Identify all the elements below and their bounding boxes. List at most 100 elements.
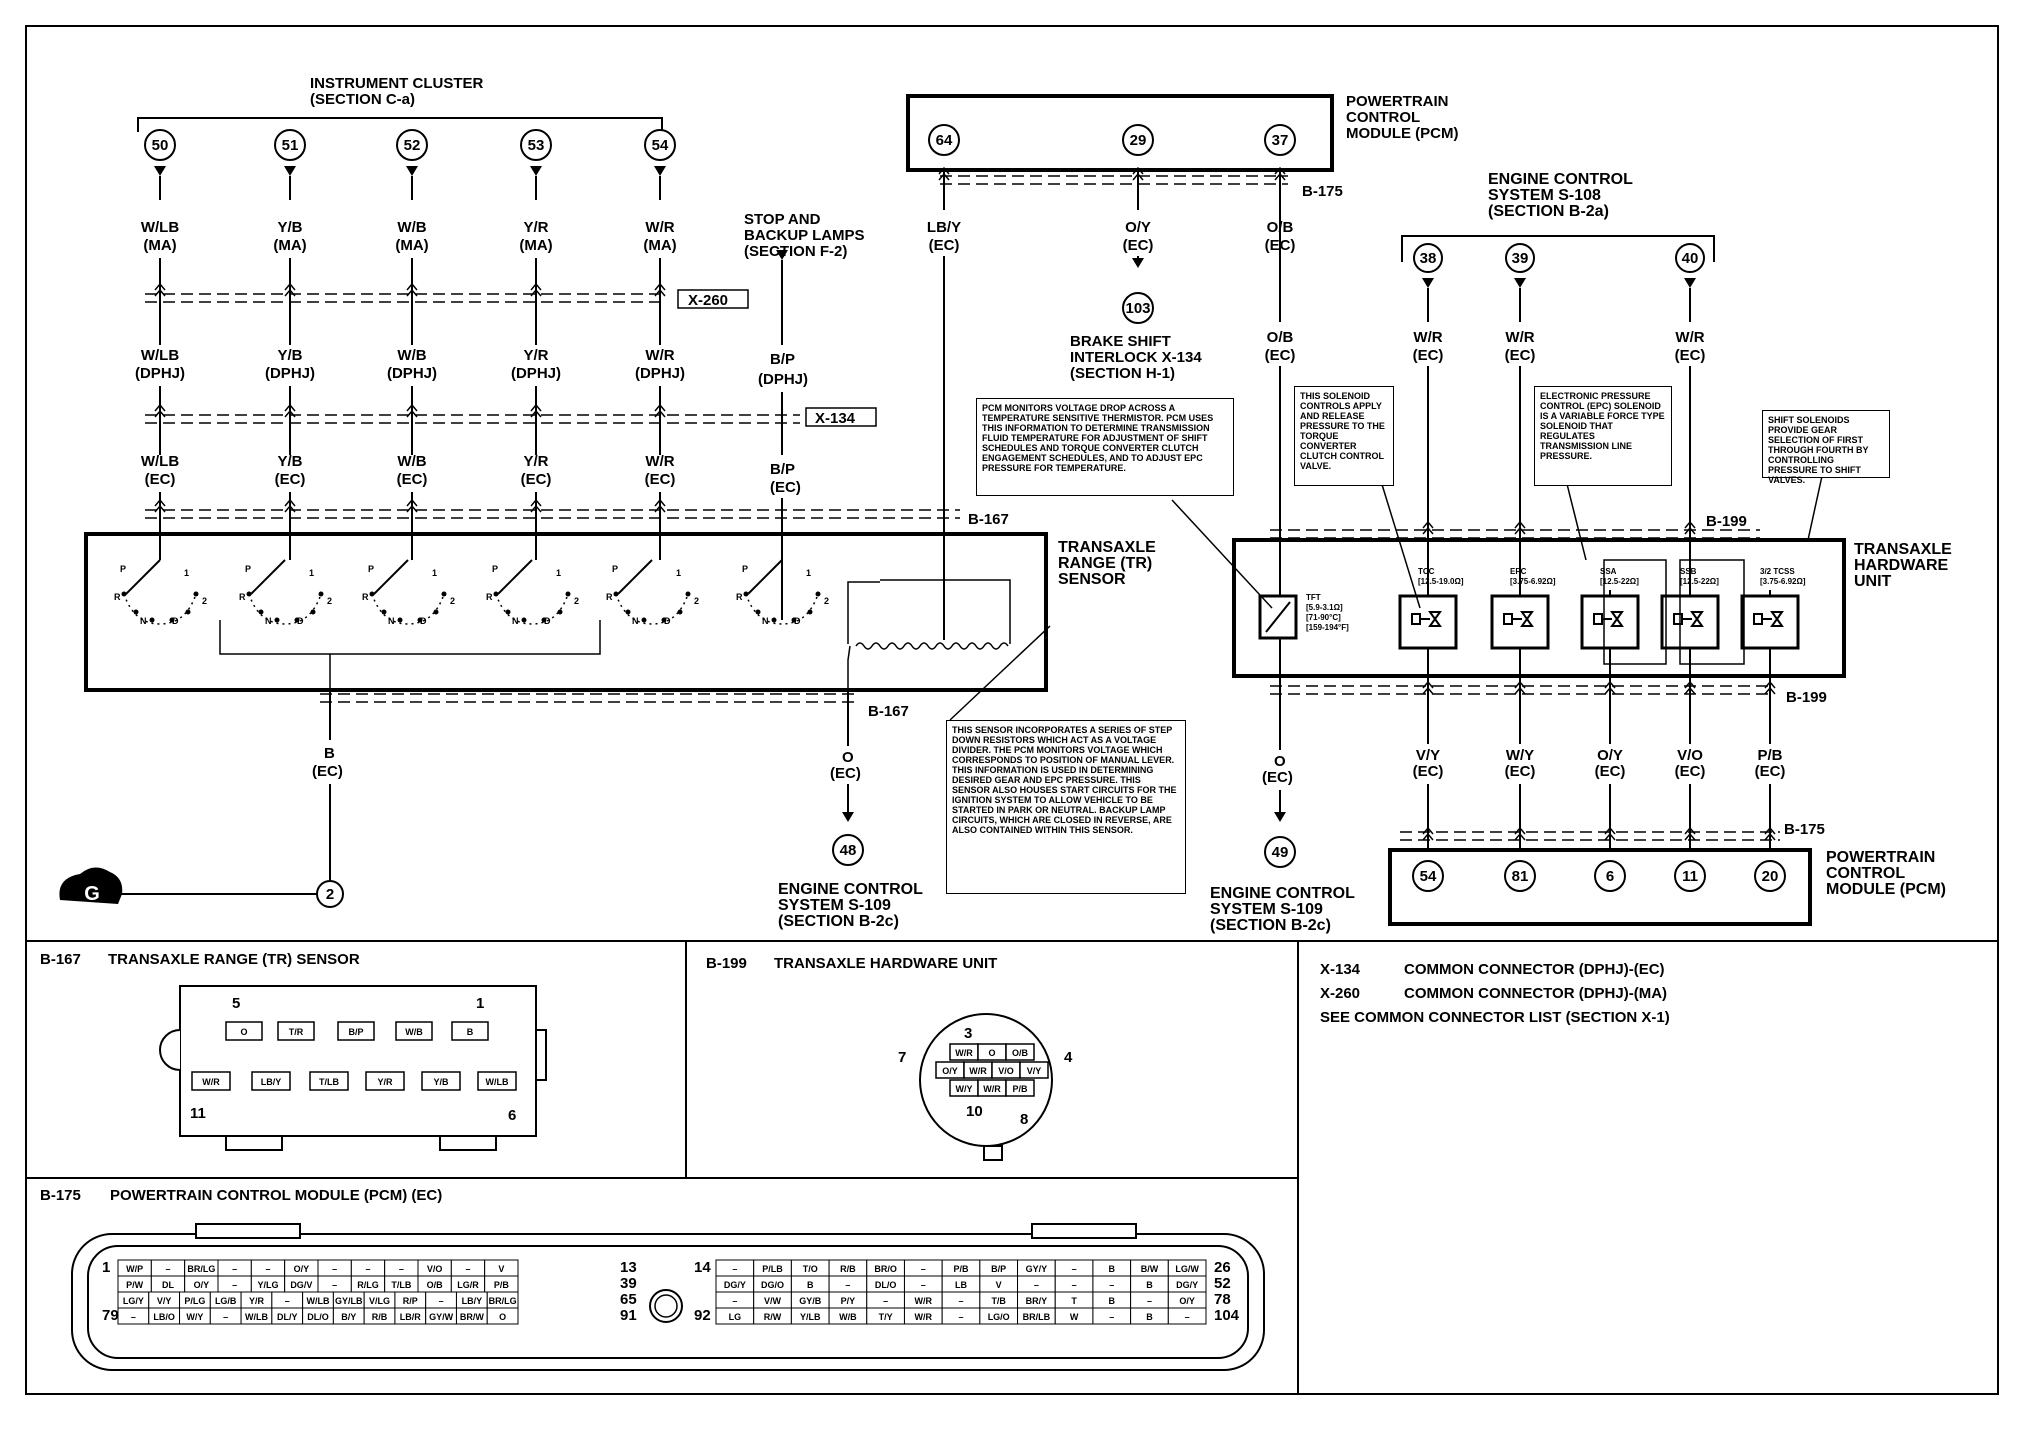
switch-contact (441, 591, 447, 597)
switch-contact (121, 591, 127, 597)
ecs108-pin-38: 38 (1420, 250, 1437, 267)
switch-letter-r: R (114, 592, 121, 602)
b175-cavity-label: – (958, 1296, 963, 1306)
arrow-mark (530, 166, 542, 176)
switch-contact (133, 609, 139, 615)
switch-contact (246, 591, 252, 597)
b175-cavity-label: – (732, 1264, 737, 1274)
switch-letter-two: 2 (202, 596, 207, 606)
b175-cavity-label: Y/R (249, 1296, 265, 1306)
ecs108-wire: W/R (1675, 329, 1704, 346)
svg-text:TRANSAXLE: TRANSAXLE (1854, 541, 1952, 558)
ecs108-circuit: (EC) (1505, 347, 1536, 364)
svg-text:B-167: B-167 (868, 703, 909, 720)
stop-wire-dphj: B/P (770, 351, 795, 368)
instrument-cluster-label: INSTRUMENT CLUSTER (310, 75, 483, 92)
b199-cavity-label: P/B (1012, 1084, 1028, 1094)
switch-letter-two: 2 (694, 596, 699, 606)
ecs108-pin-38-circle (1413, 243, 1443, 273)
tft-thermistor-slash (1265, 601, 1291, 633)
b167-cavity (309, 1071, 349, 1091)
tcss-solenoid-symbol (1753, 611, 1784, 627)
tcc-label: TCC (1418, 567, 1435, 576)
b175-cavity-label: – (285, 1296, 290, 1306)
b175-cavity-label: – (223, 1312, 228, 1322)
connector-chevron (1422, 520, 1434, 535)
b175-cavity-label: – (883, 1296, 888, 1306)
ic-circuit-ec: (EC) (645, 471, 676, 488)
svg-text:MODULE (PCM): MODULE (PCM) (1826, 881, 1946, 898)
ic-wire-ma: W/LB (141, 219, 179, 236)
b167-cavity-label: W/R (202, 1077, 220, 1087)
tft-temp-f: [159-194°F] (1306, 623, 1349, 632)
ic-wire-dphj: W/B (397, 347, 426, 364)
b199-cavity-label: W/R (955, 1048, 973, 1058)
b175-cavity-label: DL/Y (277, 1312, 298, 1322)
b175-cavity-label: – (131, 1312, 136, 1322)
b167-cavity-label: Y/B (433, 1077, 449, 1087)
b167-cavity (225, 1021, 263, 1041)
ic-circuit-ec: (EC) (521, 471, 552, 488)
switch-contact (369, 591, 375, 597)
svg-text:(EC): (EC) (770, 479, 801, 496)
connector-chevron (1514, 680, 1526, 695)
arrow-mark (154, 166, 166, 176)
connector-tags: X-260 X-134 (677, 289, 877, 427)
b175-cavity-label: O/B (427, 1280, 444, 1290)
svg-text:(SECTION H-1): (SECTION H-1) (1070, 365, 1175, 382)
switch-letter-one: 1 (806, 568, 811, 578)
b167-cavity (277, 1021, 315, 1041)
b175-num-mid-left: 91 (620, 1307, 637, 1324)
thu-bottom-wire: O/Y (1597, 747, 1623, 764)
svg-text:ENGINE CONTROL: ENGINE CONTROL (1488, 171, 1633, 188)
b175-cavity-label: LG (729, 1312, 742, 1322)
svg-text:(EC): (EC) (1262, 769, 1293, 786)
switch-letter-n: N (388, 616, 395, 626)
instrument-cluster-group: INSTRUMENT CLUSTER (SECTION C-a) 50W/LB(… (135, 75, 685, 560)
svg-text:HARDWARE: HARDWARE (1854, 557, 1949, 574)
b175-cavity-label: O (499, 1312, 506, 1322)
pcm-top-circuit: (EC) (1123, 237, 1154, 254)
b175-num-right: 104 (1214, 1307, 1240, 1324)
thu-bottom-circuit: (EC) (1755, 763, 1786, 780)
instrument-cluster-bracket (137, 117, 663, 132)
b175-cavity-label: V (498, 1264, 504, 1274)
pcm-bottom-pin-54-circle (1412, 860, 1444, 892)
b175-cavity-label: T/B (991, 1296, 1006, 1306)
switch-letter-d: D (794, 616, 801, 626)
connector-chevron (1422, 826, 1434, 841)
pcm-bottom-pin-6-circle (1594, 860, 1626, 892)
ic-circuit-dphj: (DPHJ) (511, 365, 561, 382)
ic-wire-ec: W/R (645, 453, 674, 470)
b175-cavity (1167, 1307, 1207, 1325)
x260-label: X-260 (688, 292, 728, 309)
b175-cavity-label: GY/LB (335, 1296, 363, 1306)
b175-cavity-label: – (439, 1296, 444, 1306)
svg-text:BACKUP LAMPS: BACKUP LAMPS (744, 227, 865, 244)
b199-cavity (1005, 1043, 1035, 1061)
switch-contact (565, 591, 571, 597)
pcm-top-wire: LB/Y (927, 219, 961, 236)
svg-text:COMMON CONNECTOR (DPHJ)-(MA): COMMON CONNECTOR (DPHJ)-(MA) (1404, 985, 1667, 1002)
b175-cavity-label: B (1109, 1296, 1116, 1306)
arrow-mark (1514, 278, 1526, 288)
ic-pin-50: 50 (152, 137, 169, 154)
epc-solenoid-note: ELECTRONIC PRESSURE CONTROL (EPC) SOLENO… (1534, 386, 1672, 486)
svg-text:POWERTRAIN: POWERTRAIN (1826, 849, 1935, 866)
ecs108-pin-40-circle (1675, 243, 1705, 273)
switch-letter-one: 1 (184, 568, 189, 578)
svg-text:B-167: B-167 (968, 511, 1009, 528)
arrow-mark (1422, 278, 1434, 288)
arrow-mark (406, 166, 418, 176)
b175-cavity-label: B (1109, 1264, 1116, 1274)
pcm-top-group: POWERTRAIN CONTROL MODULE (PCM) 64LB/Y(E… (906, 93, 1459, 560)
b175-cavity-label: T/Y (879, 1312, 893, 1322)
switch-letter-d: D (297, 616, 304, 626)
switch-contact (677, 609, 683, 615)
ssa-resist: [12.5-22Ω] (1600, 577, 1639, 586)
b175-cavity-label: W/P (126, 1264, 143, 1274)
b175-num-left: 79 (102, 1307, 119, 1324)
pcm-bottom-pin-11: 11 (1682, 868, 1698, 885)
b167-cavity-label: B/P (348, 1027, 363, 1037)
